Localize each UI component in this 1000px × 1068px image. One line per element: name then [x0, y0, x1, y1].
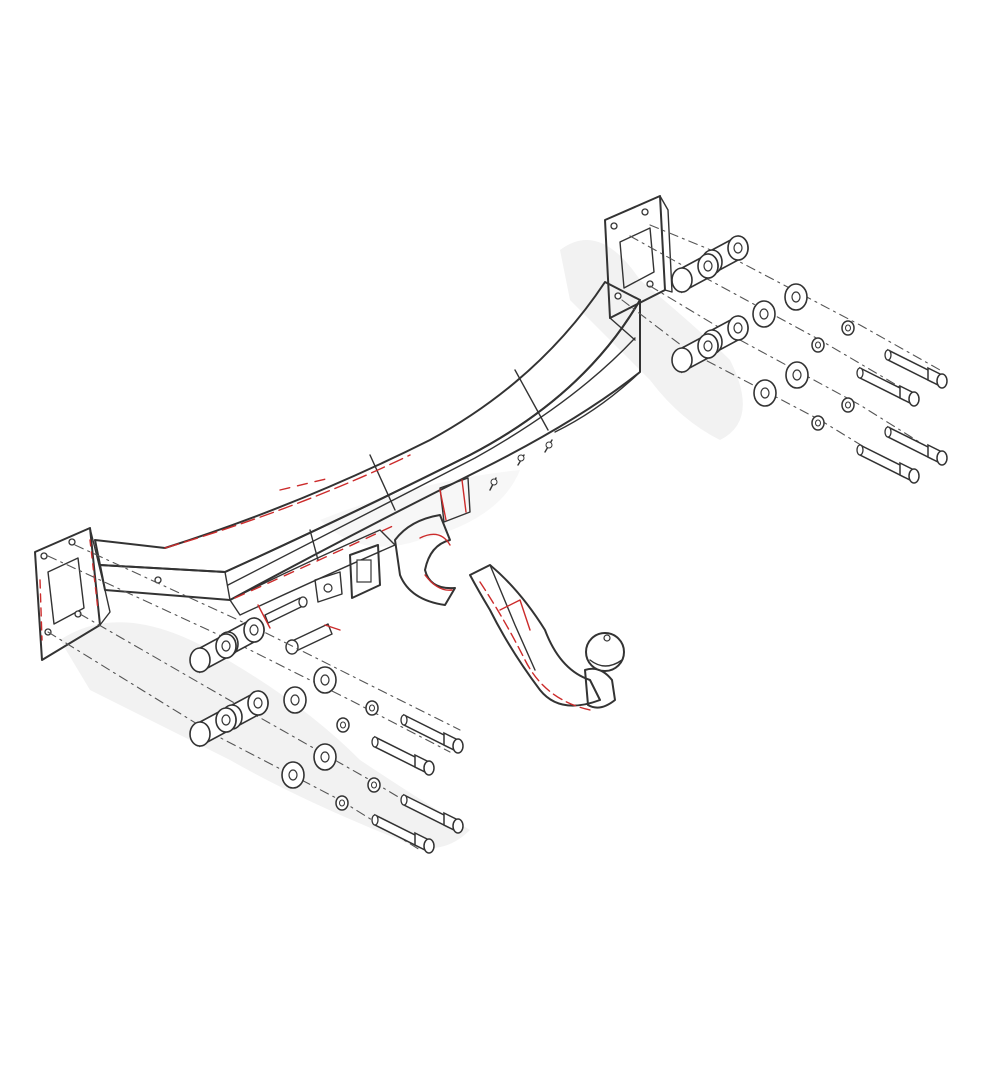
right-mounting-bracket	[604, 195, 673, 341]
background-smudges	[60, 240, 743, 848]
beam-fasteners	[257, 439, 553, 655]
right-nuts	[811, 320, 855, 431]
right-spacers	[671, 235, 749, 373]
main-cross-beam	[94, 281, 641, 616]
ball-arm	[469, 564, 616, 711]
hitch-receiver	[349, 477, 471, 606]
right-washers	[752, 283, 809, 407]
tow-ball	[585, 632, 625, 672]
